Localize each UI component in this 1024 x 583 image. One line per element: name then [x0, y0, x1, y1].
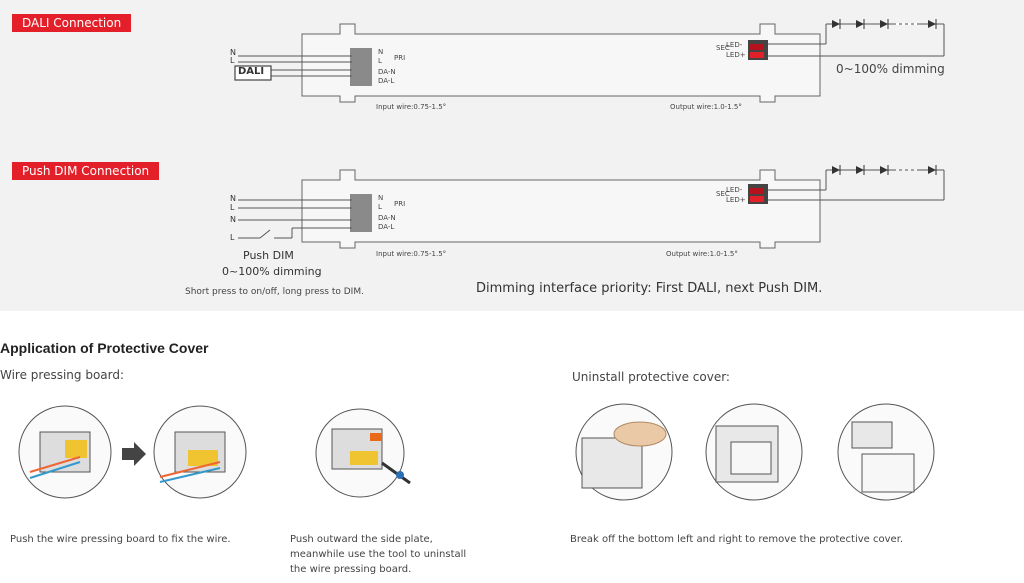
protective-cover-heading: Application of Protective Cover [0, 340, 209, 356]
uninstall-step-images [575, 403, 935, 501]
dali-input-wires [238, 55, 352, 77]
push-input-wire: Input wire:0.75-1.5° [376, 250, 447, 258]
push-sec: SEC [716, 190, 730, 198]
dali-box [234, 65, 272, 81]
dali-dimming: 0~100% dimming [836, 62, 945, 76]
push-dimming-label: 0~100% dimming [222, 265, 322, 278]
short-press-note: Short press to on/off, long press to DIM… [185, 287, 364, 297]
dali-term-l: L [378, 57, 382, 65]
push-driver [301, 169, 821, 249]
caption-side-plate-line3: the wire pressing board. [290, 564, 412, 575]
push-label-n2: N [230, 215, 236, 224]
dali-term-dan: DA-N [378, 68, 396, 76]
push-term-n: N [378, 194, 384, 202]
dimming-priority-note: Dimming interface priority: First DALI, … [476, 281, 823, 296]
dali-connection-tag: DALI Connection [12, 14, 132, 32]
dali-driver [301, 23, 821, 103]
dali-input-wire: Input wire:0.75-1.5° [376, 103, 447, 111]
push-term-dan: DA-N [378, 214, 396, 222]
push-leds [832, 165, 937, 175]
push-output-wire: Output wire:1.0-1.5° [666, 250, 738, 258]
dali-term-n: N [378, 48, 384, 56]
arrow-right-icon [122, 442, 146, 466]
caption-side-plate-line1: Push outward the side plate, [290, 534, 433, 545]
dali-led-plus: LED+ [726, 51, 746, 59]
push-input-wires [238, 199, 352, 239]
caption-wire-board: Push the wire pressing board to fix the … [10, 534, 231, 545]
dali-label-n: N [230, 48, 236, 57]
dali-led-minus: LED- [726, 41, 743, 49]
dali-output-wire: Output wire:1.0-1.5° [670, 103, 742, 111]
push-led-plus: LED+ [726, 196, 746, 204]
dali-input-terminal [350, 48, 372, 86]
wire-board-subheading: Wire pressing board: [0, 368, 125, 382]
wire-board-step-images [18, 405, 247, 499]
dali-pri: PRI [394, 54, 406, 62]
push-term-dal: DA-L [378, 223, 395, 231]
caption-uninstall: Break off the bottom left and right to r… [570, 534, 904, 545]
wiring-diagrams [234, 19, 945, 249]
dali-leds [832, 19, 937, 29]
dali-box-label: DALI [238, 66, 265, 77]
dali-sec: SEC [716, 44, 730, 52]
push-input-terminal [350, 194, 372, 232]
caption-side-plate-line2: meanwhile use the tool to uninstall [290, 549, 467, 560]
push-label-l1: L [230, 203, 235, 212]
push-dim-label: Push DIM [243, 249, 294, 262]
push-dim-connection-tag: Push DIM Connection [12, 162, 160, 180]
uninstall-subheading: Uninstall protective cover: [572, 370, 730, 384]
side-plate-image [315, 408, 411, 498]
push-label-n1: N [230, 194, 236, 203]
dali-term-dal: DA-L [378, 77, 395, 85]
push-pri: PRI [394, 200, 406, 208]
push-led-minus: LED- [726, 186, 743, 194]
dali-output-wires [768, 23, 945, 57]
dali-label-l: L [230, 56, 235, 65]
push-label-l2: L [230, 233, 235, 242]
push-term-l: L [378, 203, 382, 211]
